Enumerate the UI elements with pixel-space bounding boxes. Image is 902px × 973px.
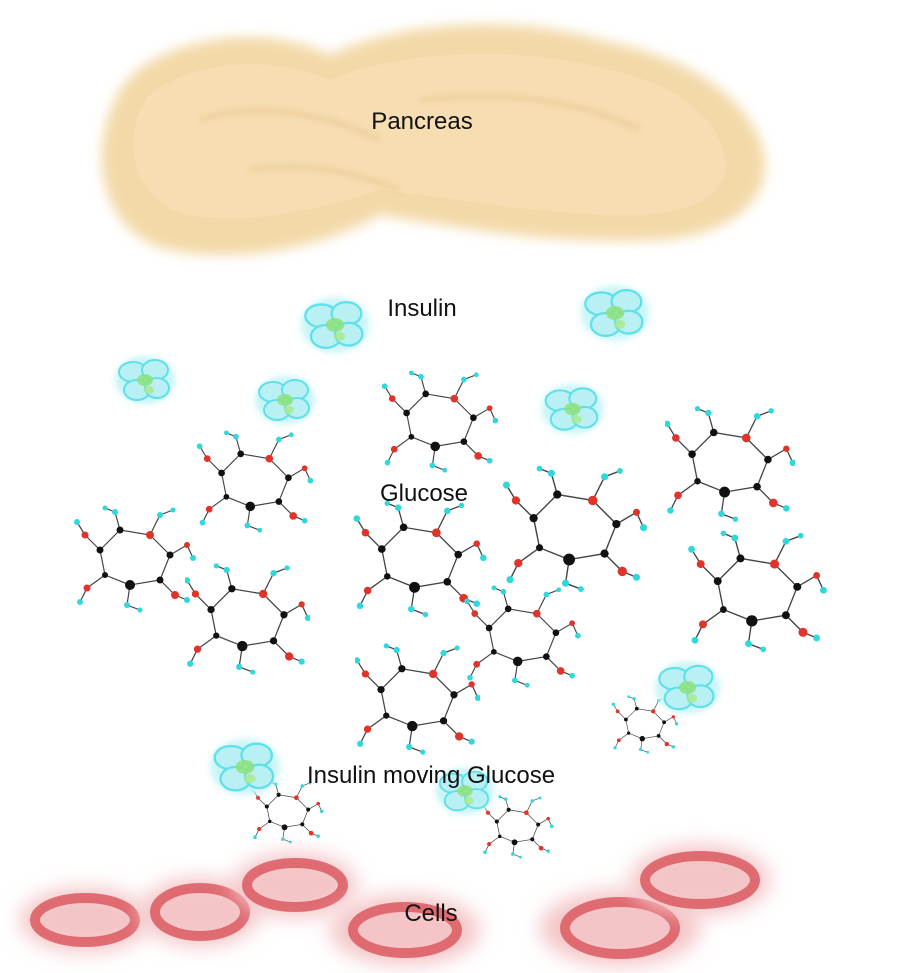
cell [330, 895, 480, 965]
cell [140, 878, 260, 946]
cells-label: Cells [404, 900, 458, 927]
insulin-molecule [255, 376, 315, 424]
glucose-molecule [665, 405, 795, 523]
cell [540, 890, 700, 966]
pancreas-label: Pancreas [371, 108, 473, 135]
glucose-molecule [381, 370, 499, 474]
glucose-molecule [355, 642, 480, 756]
insulin-group-upper [115, 286, 649, 434]
glucose-molecule [502, 465, 648, 593]
insulin-molecule [655, 662, 720, 714]
glucose-molecule [480, 795, 555, 859]
glucose-molecule [463, 585, 582, 689]
insulin-molecule [210, 739, 280, 795]
glucose-molecule [196, 430, 314, 534]
glucose-molecule [185, 562, 310, 676]
glucose-label: Glucose [379, 480, 469, 507]
insulin-molecule [301, 298, 370, 353]
cell [20, 888, 150, 952]
insulin-moving-glucose-label: Insulin moving Glucose [306, 762, 556, 789]
glucose-molecule [73, 505, 197, 614]
insulin-label: Insulin [387, 295, 457, 322]
cell [630, 845, 770, 915]
insulin-molecule [581, 286, 650, 341]
pancreas-organ [101, 24, 766, 256]
cells-group [20, 845, 770, 966]
cell [233, 853, 357, 917]
insulin-molecule [542, 384, 604, 434]
glucose-molecule [687, 530, 828, 653]
insulin-molecule [115, 356, 175, 404]
